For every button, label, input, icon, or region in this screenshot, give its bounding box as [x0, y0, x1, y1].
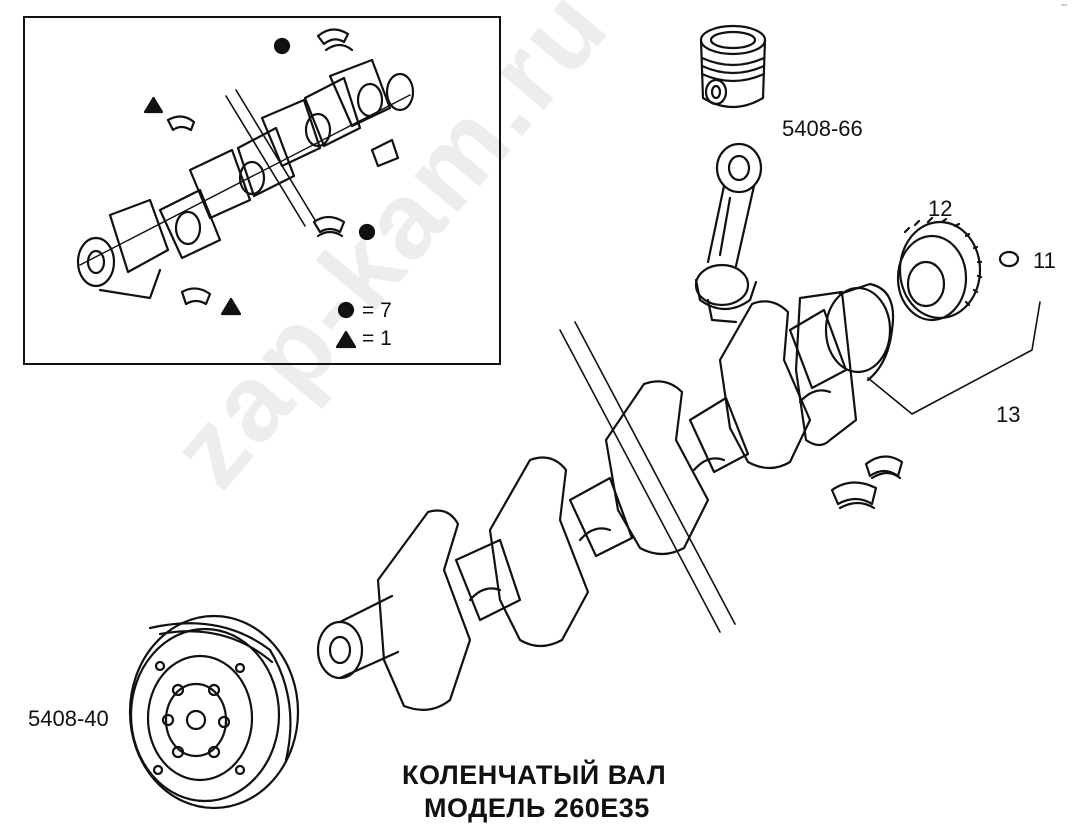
inset-crankshaft-drawing	[76, 28, 415, 306]
label-assembly: 13	[996, 402, 1021, 427]
diagram-title: КОЛЕНЧАТЫЙ ВАЛ	[402, 760, 667, 790]
corner-mark: °°	[1061, 4, 1067, 11]
timing-gear-drawing	[896, 216, 983, 322]
inset-frame	[23, 16, 501, 365]
key-drawing	[998, 250, 1020, 268]
inset-legend-circle: = 7	[362, 299, 392, 322]
label-gear: 12	[928, 196, 953, 221]
connecting-rod-drawing	[694, 142, 763, 324]
bearing-shells-drawing	[830, 455, 904, 510]
label-piston-group: 5408-66	[782, 116, 863, 141]
label-key: 11	[1033, 248, 1056, 273]
main-crankshaft-drawing	[316, 282, 895, 711]
piston-drawing	[699, 24, 767, 108]
inset-legend-triangle: = 1	[362, 327, 392, 350]
diagram-subtitle: МОДЕЛЬ 260Е35	[424, 793, 650, 823]
pulley-drawing	[128, 614, 300, 810]
label-pulley: 5408-40	[28, 706, 109, 731]
